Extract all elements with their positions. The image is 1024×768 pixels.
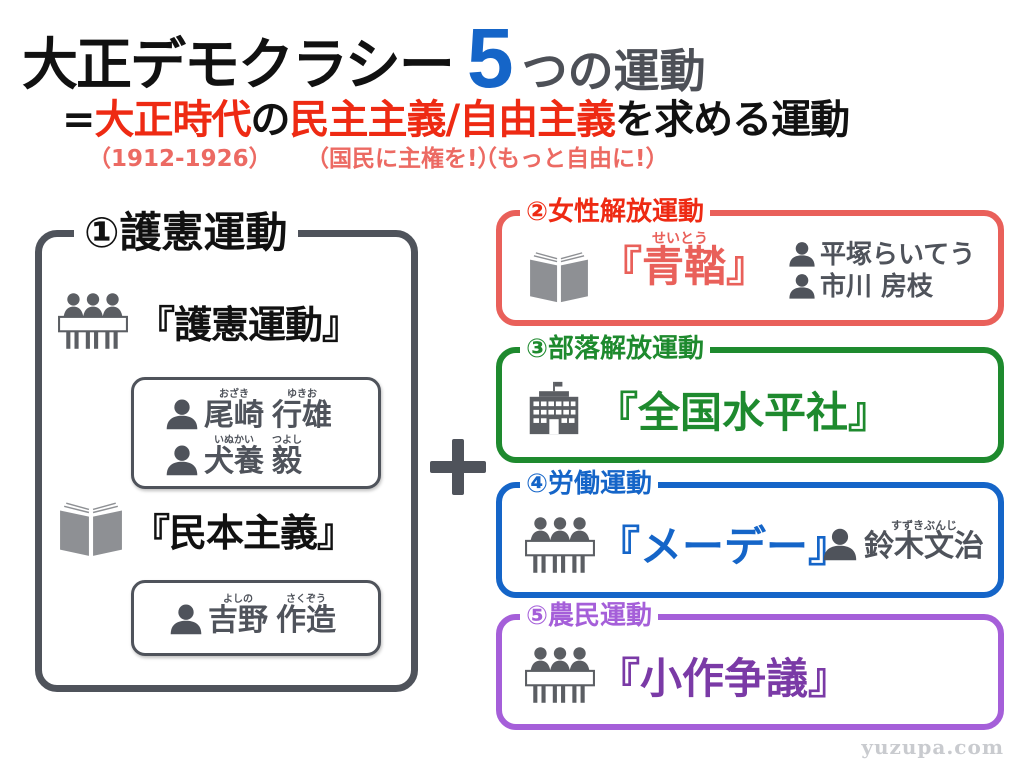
- mayday-title: 『メーデー』: [598, 522, 851, 571]
- protest-group-icon: [524, 646, 596, 704]
- protest-group-icon: [524, 516, 596, 574]
- note-sovereignty: （国民に主権を!）: [306, 146, 501, 172]
- person-ichikawa: 市川 房枝: [788, 272, 933, 300]
- subtitle-notes: （1912-1926） （国民に主権を!）（もっと自由に!）: [88, 148, 669, 171]
- ruby: すずきぶんじ: [891, 519, 957, 532]
- subtitle-equals: =: [62, 97, 96, 143]
- subtitle-particle: の: [250, 97, 291, 143]
- subtitle-ideals: 民主主義/自由主義: [289, 97, 617, 143]
- given-name: 毅: [272, 444, 302, 479]
- ruby: ゆきお: [287, 389, 317, 400]
- movement-4-box: [496, 482, 1004, 598]
- movement-3-box: [496, 347, 1004, 463]
- kosaku-title: 『小作争議』: [598, 654, 851, 703]
- book-icon: [528, 250, 590, 304]
- person-icon: [164, 397, 200, 431]
- protest-group-icon: [57, 292, 129, 350]
- suiheisha-title: 『全国水平社』: [596, 388, 891, 437]
- seito-ruby: せいとう: [652, 231, 708, 247]
- person-icon: [822, 526, 858, 562]
- watermark: yuzupa.com: [861, 735, 1004, 759]
- person-name: 平塚らいてう: [820, 240, 976, 270]
- person-suzuki: すずきぶんじ 鈴木文治: [822, 520, 992, 562]
- given-name: 行雄: [272, 398, 332, 433]
- person-icon: [788, 272, 816, 300]
- minpon-title: 『民本主義』: [132, 510, 355, 555]
- page-title: 大正デモクラシー 5 つの運動: [22, 10, 706, 105]
- movement-1-label: ①護憲運動: [74, 205, 298, 261]
- ruby: さくぞう: [286, 594, 326, 605]
- person-ozaki: おざき尾崎 ゆきお行雄: [164, 390, 340, 431]
- ruby: おざき: [219, 389, 249, 400]
- note-freedom: （もっと自由に!）: [474, 146, 669, 172]
- seito-title: 『青鞜』: [600, 242, 769, 291]
- movement-2-label: ②女性解放運動: [520, 195, 711, 229]
- title-number: 5: [466, 10, 514, 105]
- subtitle: =大正時代の民主主義/自由主義を求める運動: [62, 97, 850, 143]
- surname: 尾崎: [204, 398, 264, 433]
- person-icon: [168, 602, 204, 636]
- subtitle-era: 大正時代: [94, 97, 252, 143]
- given-name: 作造: [276, 603, 336, 638]
- movement-3-label: ③部落解放運動: [520, 332, 711, 366]
- seito-title-wrap: せいとう 『青鞜』: [600, 231, 769, 291]
- minpon-people-bubble: よしの吉野 さくぞう作造: [131, 580, 381, 656]
- subtitle-ending: を求める運動: [615, 97, 850, 143]
- movement-5-label: ⑤農民運動: [520, 599, 659, 633]
- person-name: 市川 房枝: [820, 272, 934, 302]
- book-icon: [58, 500, 124, 558]
- title-rest: つの運動: [521, 44, 706, 98]
- person-icon: [788, 240, 816, 268]
- title-main: 大正デモクラシー: [22, 33, 455, 98]
- goken-people-bubble: おざき尾崎 ゆきお行雄 いぬかい犬養 つよし毅: [131, 377, 381, 489]
- ruby: つよし: [272, 435, 302, 446]
- surname: 吉野: [208, 603, 268, 638]
- note-years: （1912-1926）: [88, 146, 272, 172]
- ruby: よしの: [223, 594, 253, 605]
- person-icon: [164, 443, 200, 477]
- goken-title: 『護憲運動』: [137, 302, 360, 347]
- minpon-heading: 『民本主義』: [58, 500, 355, 558]
- goken-heading: 『護憲運動』: [57, 292, 360, 350]
- movement-4-label: ④労働運動: [520, 467, 659, 501]
- person-hiratsuka: 平塚らいてう: [788, 240, 975, 268]
- plus-icon: [426, 435, 490, 499]
- ruby: いぬかい: [214, 435, 254, 446]
- person-inukai: いぬかい犬養 つよし毅: [164, 436, 310, 477]
- person-yoshino: よしの吉野 さくぞう作造: [168, 595, 344, 636]
- building-icon: [526, 378, 582, 438]
- surname: 犬養: [204, 444, 264, 479]
- person-name: 鈴木文治: [864, 529, 984, 564]
